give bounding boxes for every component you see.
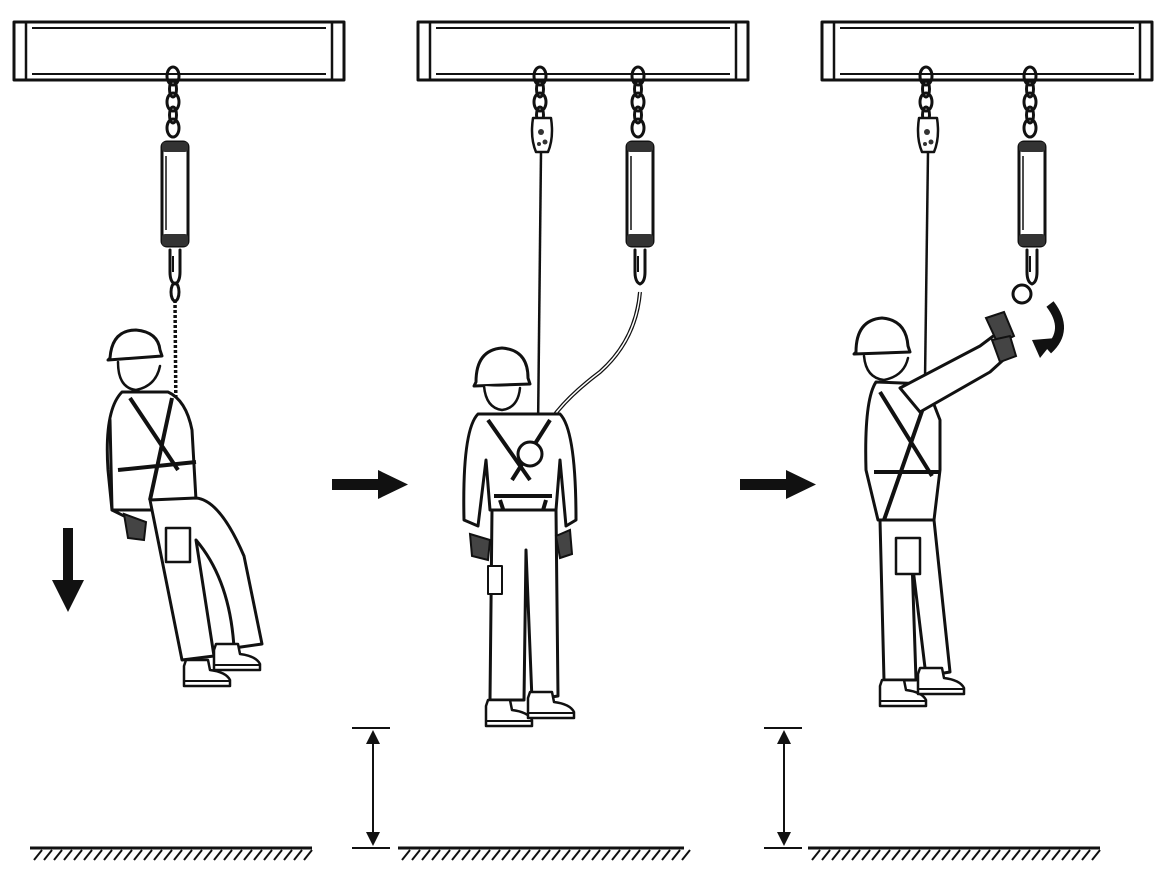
clearance-marker-1: [352, 727, 390, 849]
leg-left: [148, 496, 264, 662]
lanyard-hook-open: [1011, 248, 1039, 305]
panel-1-suspended-after-fall: [12, 20, 346, 861]
next-arrow-2: [740, 470, 816, 499]
i-beam-anchor: [416, 20, 750, 82]
panel-2-rescue-line-attached: [352, 20, 750, 861]
clearance-marker-2: [764, 727, 802, 849]
ground-line-3: [808, 846, 1101, 861]
shock-absorber: [160, 140, 190, 248]
shock-absorber: [1017, 140, 1047, 248]
rotate-arrow: [1032, 301, 1064, 358]
torso: [105, 390, 198, 512]
panel-3-lanyard-released: [764, 20, 1154, 861]
worker-back-view: [462, 346, 578, 728]
worker-suspended: [105, 328, 264, 688]
ground-line-1: [30, 846, 313, 861]
ground-line-2: [398, 846, 691, 861]
rope-grab-icon: [530, 116, 554, 154]
next-arrow-1: [332, 470, 408, 499]
harness-straps: [117, 396, 197, 501]
rescue-line: [536, 151, 543, 431]
helmet: [852, 316, 912, 356]
i-beam-anchor: [820, 20, 1154, 82]
rescue-line: [923, 151, 930, 381]
lanyard-hook: [633, 248, 647, 286]
worker-releasing-hook: [852, 310, 1018, 708]
rope-grab-icon: [916, 116, 940, 154]
lanyard-hook: [168, 248, 182, 303]
harness-straps: [874, 390, 940, 521]
helmet: [106, 328, 164, 362]
helmet: [472, 346, 532, 388]
shock-absorber: [625, 140, 655, 248]
down-arrow: [52, 528, 84, 612]
legs: [488, 508, 560, 702]
